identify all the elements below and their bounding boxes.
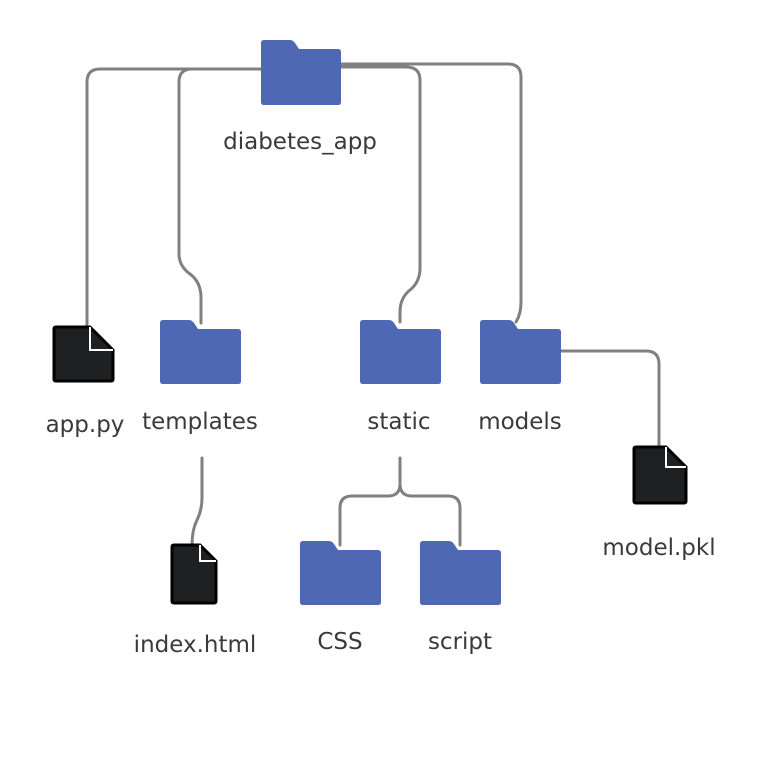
static-folder-icon[interactable] bbox=[360, 320, 441, 384]
connector-static-css-script bbox=[338, 456, 462, 547]
root-folder-label: diabetes_app bbox=[223, 129, 377, 155]
root-folder-icon[interactable] bbox=[261, 40, 341, 105]
model-pkl-file-icon[interactable] bbox=[632, 445, 688, 505]
connector-root-static bbox=[338, 65, 422, 324]
app-py-label: app.py bbox=[45, 412, 125, 438]
connector-root-app-py bbox=[85, 67, 264, 332]
connector-root-templates bbox=[177, 67, 264, 325]
index-html-label: index.html bbox=[133, 632, 257, 658]
script-folder-icon[interactable] bbox=[420, 541, 501, 605]
static-label: static bbox=[367, 409, 431, 435]
connector-models-model-pkl bbox=[558, 349, 661, 452]
index-html-file-icon[interactable] bbox=[170, 543, 218, 605]
css-folder-icon[interactable] bbox=[300, 541, 381, 605]
model-pkl-label: model.pkl bbox=[602, 535, 716, 561]
models-label: models bbox=[478, 409, 562, 435]
connector-templates-index-html bbox=[190, 456, 204, 547]
script-label: script bbox=[427, 629, 493, 655]
css-label: CSS bbox=[317, 629, 363, 655]
templates-label: templates bbox=[142, 409, 258, 435]
app-py-file-icon[interactable] bbox=[52, 325, 115, 383]
models-folder-icon[interactable] bbox=[480, 320, 561, 384]
templates-folder-icon[interactable] bbox=[160, 320, 241, 384]
connector-root-models bbox=[338, 62, 523, 324]
